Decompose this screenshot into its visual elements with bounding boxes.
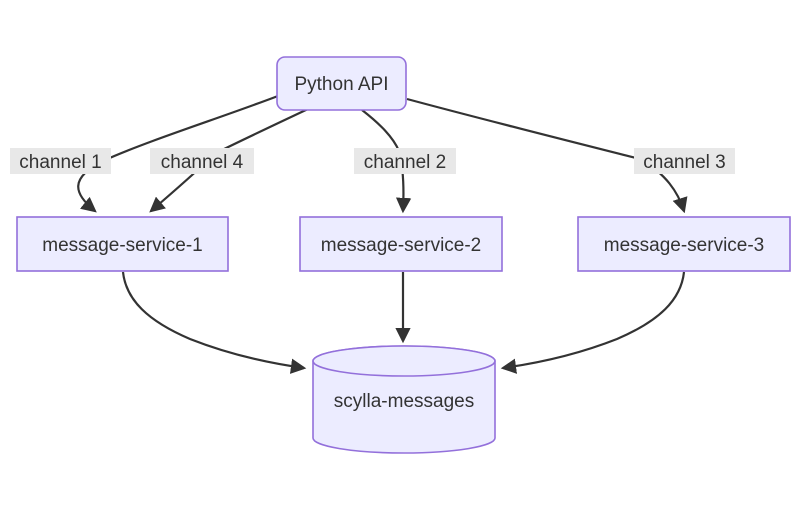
database-cylinder-top bbox=[312, 345, 496, 377]
edge-python-api-to-message-service-1-channel-1 bbox=[77, 94, 279, 213]
edge-label-channel-1: channel 1 bbox=[10, 148, 111, 174]
edge-label-channel-2: channel 2 bbox=[354, 148, 456, 174]
node-message-service-1: message-service-1 bbox=[16, 216, 229, 272]
edge-label-bg bbox=[150, 148, 254, 174]
node-python-api-label: Python API bbox=[294, 74, 388, 95]
node-scylla-messages-label: scylla-messages bbox=[334, 391, 474, 412]
edge-label-text: channel 1 bbox=[19, 152, 101, 173]
node-message-service-3-label: message-service-3 bbox=[604, 235, 765, 256]
node-message-service-3-shape bbox=[577, 216, 791, 272]
node-message-service-2: message-service-2 bbox=[299, 216, 503, 272]
edge-message-service-3-to-scylla-messages bbox=[500, 271, 686, 374]
node-python-api-shape bbox=[276, 56, 407, 111]
edge-group bbox=[77, 94, 688, 374]
edge-label-text: channel 4 bbox=[161, 152, 244, 173]
edge-label-channel-3: channel 3 bbox=[634, 148, 735, 174]
node-message-service-2-label: message-service-2 bbox=[321, 235, 482, 256]
node-message-service-3: message-service-3 bbox=[577, 216, 791, 272]
node-message-service-2-shape bbox=[299, 216, 503, 272]
edge-python-api-to-message-service-3-channel-3 bbox=[406, 97, 688, 214]
edge-label-text: channel 3 bbox=[643, 152, 725, 173]
edge-label-bg bbox=[10, 148, 111, 174]
node-scylla-messages: scylla-messages bbox=[312, 345, 496, 454]
edge-label-bg bbox=[634, 148, 735, 174]
edge-label-text: channel 2 bbox=[364, 152, 446, 173]
edge-label-channel-4: channel 4 bbox=[150, 148, 254, 174]
edge-label-bg bbox=[354, 148, 456, 174]
node-python-api: Python API bbox=[276, 56, 407, 111]
node-message-service-1-label: message-service-1 bbox=[42, 235, 203, 256]
edge-message-service-1-to-scylla-messages bbox=[121, 271, 307, 374]
node-message-service-1-shape bbox=[16, 216, 229, 272]
